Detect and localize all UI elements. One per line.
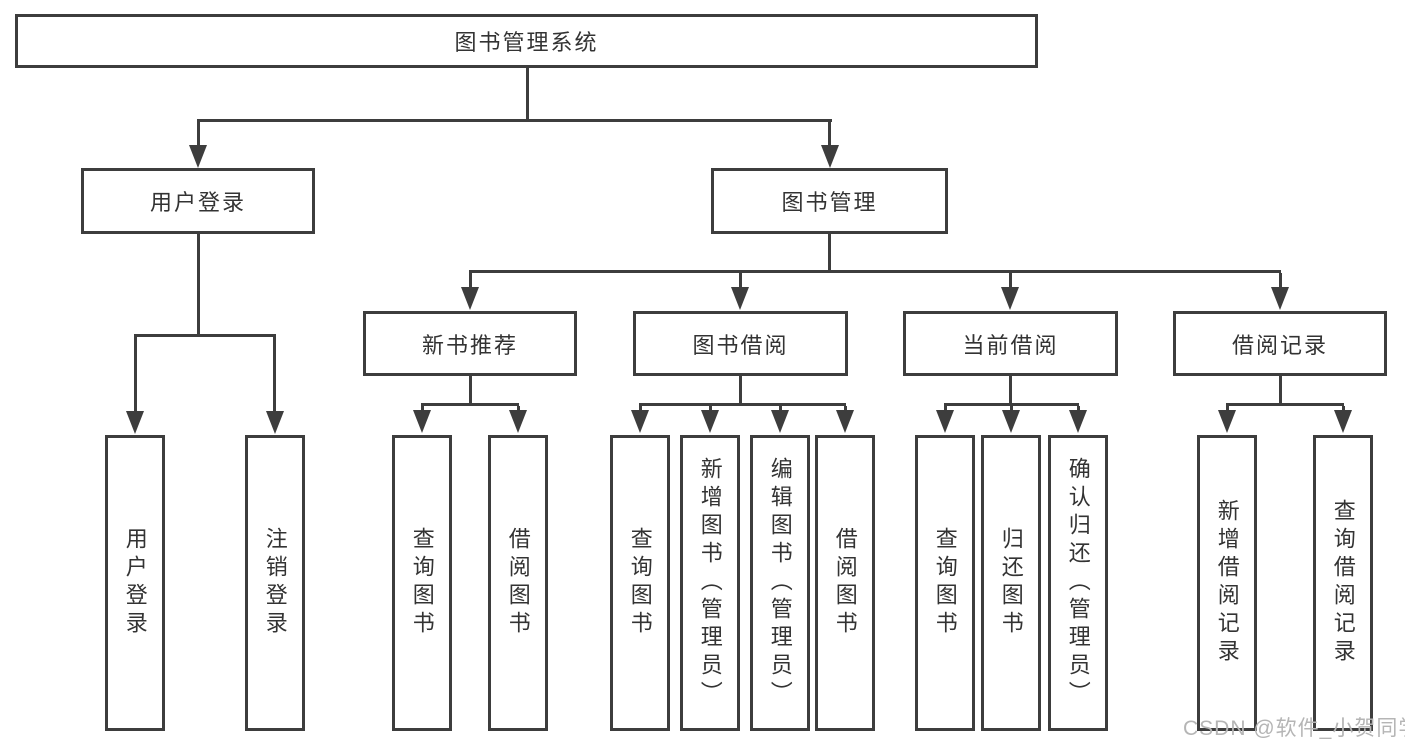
csdn-watermark: CSDN @软件_小贺同学	[1183, 717, 1405, 740]
connector-line	[469, 273, 472, 288]
node-new-book-recommendation: 新书推荐	[363, 311, 577, 376]
leaf-user-login: 用户登录	[105, 435, 165, 731]
node-label: 图书管理系统	[454, 30, 599, 55]
connector-line	[134, 337, 137, 412]
arrow-down-icon	[1334, 410, 1352, 433]
connector-line	[1279, 376, 1282, 405]
arrow-down-icon	[701, 410, 719, 433]
node-book-borrowing: 图书借阅	[633, 311, 848, 376]
leaf-logout: 注销登录	[245, 435, 305, 731]
leaf-query-borrow-record: 查询借阅记录	[1313, 435, 1373, 731]
leaf-confirm-return-admin: 确认归还（管理员）	[1048, 435, 1108, 731]
leaf-query-books-current: 查询图书	[915, 435, 975, 731]
connector-line	[1077, 406, 1080, 412]
node-label: 图书借阅	[692, 332, 789, 358]
leaf-label: 新增借阅记录	[1214, 499, 1240, 667]
arrow-down-icon	[1001, 287, 1019, 310]
leaf-label: 查询借阅记录	[1330, 499, 1356, 667]
arrow-down-icon	[1218, 410, 1236, 433]
leaf-label: 查询图书	[932, 527, 958, 639]
connector-line	[197, 122, 200, 146]
node-label: 当前借阅	[962, 332, 1059, 358]
connector-line	[421, 406, 424, 412]
node-library-management-system: 图书管理系统	[15, 14, 1038, 68]
connector-line	[1009, 273, 1012, 288]
connector-line	[639, 406, 642, 412]
arrow-down-icon	[266, 411, 284, 434]
node-current-borrowing: 当前借阅	[903, 311, 1118, 376]
connector-line	[1279, 273, 1282, 288]
leaf-label: 新增图书（管理员）	[697, 457, 723, 709]
connector-line	[134, 334, 276, 337]
leaf-query-books-recommend: 查询图书	[392, 435, 452, 731]
connector-line	[526, 68, 529, 121]
connector-line	[1226, 403, 1344, 406]
connector-line	[739, 273, 742, 288]
node-label: 新书推荐	[421, 332, 518, 358]
arrow-down-icon	[771, 410, 789, 433]
connector-line	[1009, 376, 1012, 405]
connector-line	[469, 270, 1281, 273]
connector-line	[469, 376, 472, 405]
leaf-label: 注销登录	[262, 527, 288, 639]
leaf-label: 归还图书	[998, 527, 1024, 639]
connector-line	[779, 406, 782, 412]
leaf-query-books-borrowing: 查询图书	[610, 435, 670, 731]
connector-line	[197, 119, 832, 122]
connector-line	[1342, 406, 1345, 412]
connector-line	[1010, 406, 1013, 412]
leaf-borrow-books-recommend: 借阅图书	[488, 435, 548, 731]
node-borrowing-records: 借阅记录	[1173, 311, 1387, 376]
leaf-label: 查询图书	[409, 527, 435, 639]
connector-line	[421, 403, 519, 406]
arrow-down-icon	[509, 410, 527, 433]
leaf-label: 借阅图书	[505, 527, 531, 639]
leaf-label: 确认归还（管理员）	[1065, 457, 1091, 709]
arrow-down-icon	[126, 411, 144, 434]
leaf-label: 用户登录	[122, 527, 148, 639]
connector-line	[944, 406, 947, 412]
leaf-borrow-books: 借阅图书	[815, 435, 875, 731]
arrow-down-icon	[1069, 410, 1087, 433]
leaf-return-books: 归还图书	[981, 435, 1041, 731]
connector-line	[197, 234, 200, 336]
node-label: 借阅记录	[1231, 332, 1328, 358]
connector-line	[944, 403, 1079, 406]
connector-line	[828, 234, 831, 273]
connector-line	[639, 403, 846, 406]
arrow-down-icon	[821, 145, 839, 168]
connector-line	[828, 122, 831, 146]
arrow-down-icon	[189, 145, 207, 168]
connector-line	[273, 337, 276, 412]
connector-line	[709, 406, 712, 412]
arrow-down-icon	[836, 410, 854, 433]
arrow-down-icon	[631, 410, 649, 433]
connector-line	[517, 406, 520, 412]
connector-line	[844, 406, 847, 412]
leaf-edit-books-admin: 编辑图书（管理员）	[750, 435, 810, 731]
arrow-down-icon	[731, 287, 749, 310]
arrow-down-icon	[413, 410, 431, 433]
node-book-management: 图书管理	[711, 168, 948, 234]
leaf-label: 查询图书	[627, 527, 653, 639]
connector-line	[1226, 406, 1229, 412]
arrow-down-icon	[1002, 410, 1020, 433]
arrow-down-icon	[1271, 287, 1289, 310]
node-label: 图书管理	[781, 190, 878, 215]
node-user-login: 用户登录	[81, 168, 315, 234]
leaf-add-borrow-record: 新增借阅记录	[1197, 435, 1257, 731]
leaf-label: 编辑图书（管理员）	[767, 457, 793, 709]
leaf-label: 借阅图书	[832, 527, 858, 639]
arrow-down-icon	[936, 410, 954, 433]
arrow-down-icon	[461, 287, 479, 310]
connector-line	[739, 376, 742, 405]
node-label: 用户登录	[149, 190, 246, 215]
leaf-add-books-admin: 新增图书（管理员）	[680, 435, 740, 731]
